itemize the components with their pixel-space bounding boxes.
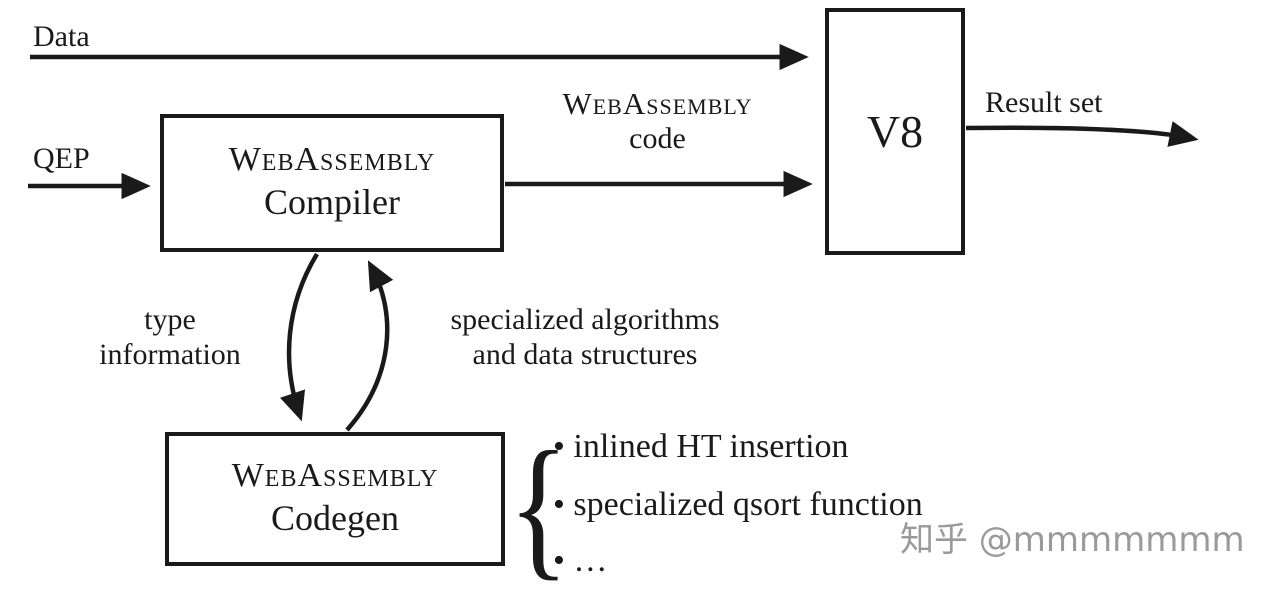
wasm-code-label-line2: code	[629, 121, 686, 155]
bullet-item: • specialized qsort function	[553, 486, 923, 523]
qep-label: QEP	[33, 142, 90, 175]
type-information-line1: type	[144, 303, 196, 336]
result-set-arrow	[965, 121, 1199, 147]
type-information-label: type information	[55, 303, 285, 372]
type-information-line2: information	[99, 337, 241, 371]
v8-box-label: V8	[866, 106, 924, 157]
bullet-item: • inlined HT insertion	[553, 428, 849, 465]
wasm-code-label: WebAssembly code	[515, 86, 800, 156]
compiler-box-line1: WebAssembly	[228, 141, 436, 179]
feedback-label: specialized algorithms and data structur…	[380, 303, 790, 372]
feedback-line2: and data structures	[472, 337, 698, 371]
compiler-box-line2: Compiler	[264, 182, 400, 223]
bullet-item: • …	[553, 542, 608, 579]
codegen-box-line1: WebAssembly	[231, 457, 439, 495]
curly-brace: {	[508, 419, 570, 594]
type-information-arrow	[280, 252, 319, 422]
zhihu-watermark: 知乎 @mmmmmmm	[900, 520, 1245, 560]
data-label: Data	[33, 20, 90, 53]
webassembly-codegen-box: WebAssembly Codegen	[165, 432, 505, 566]
v8-box: V8	[825, 8, 965, 255]
webassembly-compiler-box: WebAssembly Compiler	[160, 114, 504, 252]
wasm-code-label-line1: WebAssembly	[562, 86, 753, 121]
feedback-arrow	[345, 260, 394, 432]
result-set-label: Result set	[985, 86, 1103, 119]
feedback-line1: specialized algorithms	[450, 303, 720, 336]
codegen-box-line2: Codegen	[271, 498, 399, 539]
